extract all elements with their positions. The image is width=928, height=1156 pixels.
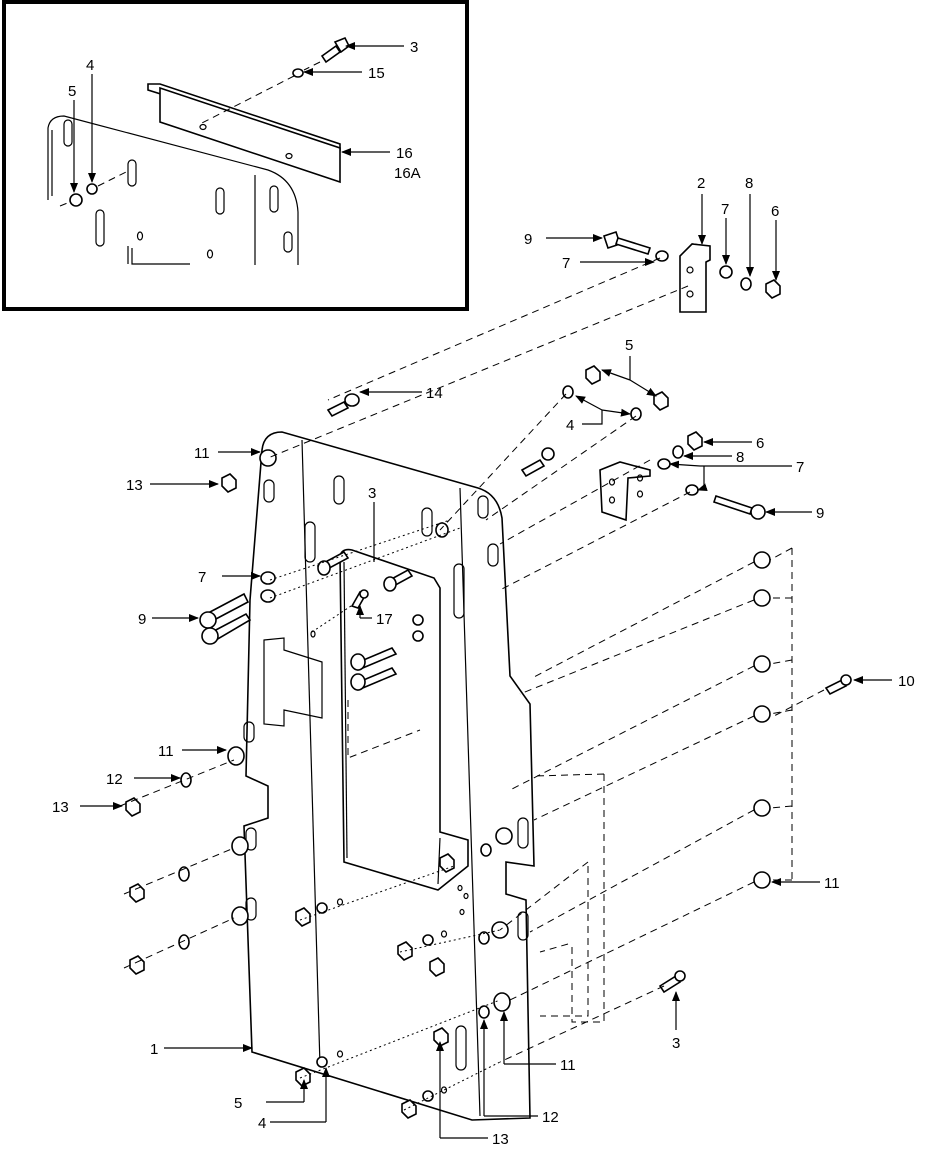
callout-label: 3 xyxy=(672,1035,680,1052)
inset-frame xyxy=(2,0,469,311)
callout-label: 6 xyxy=(756,435,764,452)
callout-label: 9 xyxy=(816,505,824,522)
callout-label: 12 xyxy=(542,1109,559,1126)
callout-leaders xyxy=(70,42,892,1139)
callout-label: 16 xyxy=(396,145,413,162)
callout-label: 17 xyxy=(376,611,393,628)
callout-label: 3 xyxy=(368,485,376,502)
callout-label: 4 xyxy=(86,57,94,74)
callout-label: 11 xyxy=(158,743,174,760)
detail-inset xyxy=(2,0,469,311)
callout-label: 13 xyxy=(52,799,69,816)
callout-label: 11 xyxy=(824,875,840,892)
corner-bracket xyxy=(679,243,711,313)
callout-label: 1 xyxy=(150,1041,158,1058)
inset-slot xyxy=(63,119,73,147)
callout-label: 7 xyxy=(562,255,570,272)
callout-label: 16A xyxy=(394,165,421,182)
callout-label: 13 xyxy=(126,477,143,494)
alignment-lines xyxy=(119,257,825,1111)
callout-label: 9 xyxy=(138,611,146,628)
washer-icon xyxy=(292,68,304,78)
callout-label: 11 xyxy=(560,1057,576,1074)
nut-icon xyxy=(69,193,83,207)
callout-label: 8 xyxy=(736,449,744,466)
callout-label: 9 xyxy=(524,231,532,248)
callout-label: 2 xyxy=(697,175,705,192)
lock-washer-icon xyxy=(86,183,98,195)
callout-label: 5 xyxy=(234,1095,242,1112)
callout-label: 8 xyxy=(745,175,753,192)
callout-label: 15 xyxy=(368,65,385,82)
callout-label: 3 xyxy=(410,39,418,56)
callout-label: 6 xyxy=(771,203,779,220)
callout-label: 5 xyxy=(68,83,76,100)
callout-label: 11 xyxy=(194,445,210,462)
callout-label: 14 xyxy=(426,385,443,402)
inset-plate-outline xyxy=(47,115,299,265)
callout-label: 4 xyxy=(566,417,574,434)
corner-bracket-lower xyxy=(599,461,651,522)
callout-label: 7 xyxy=(796,459,804,476)
callout-label: 12 xyxy=(106,771,123,788)
mounting-plate xyxy=(243,431,535,1121)
callout-label: 7 xyxy=(198,569,206,586)
callout-label: 4 xyxy=(258,1115,266,1132)
callout-label: 13 xyxy=(492,1131,509,1148)
callout-label: 10 xyxy=(898,673,915,690)
callout-labels: 3 15 16 16A 5 4 2 7 8 6 9 7 5 4 14 11 13… xyxy=(52,39,915,1148)
callout-label: 5 xyxy=(625,337,633,354)
callout-label: 7 xyxy=(721,201,729,218)
